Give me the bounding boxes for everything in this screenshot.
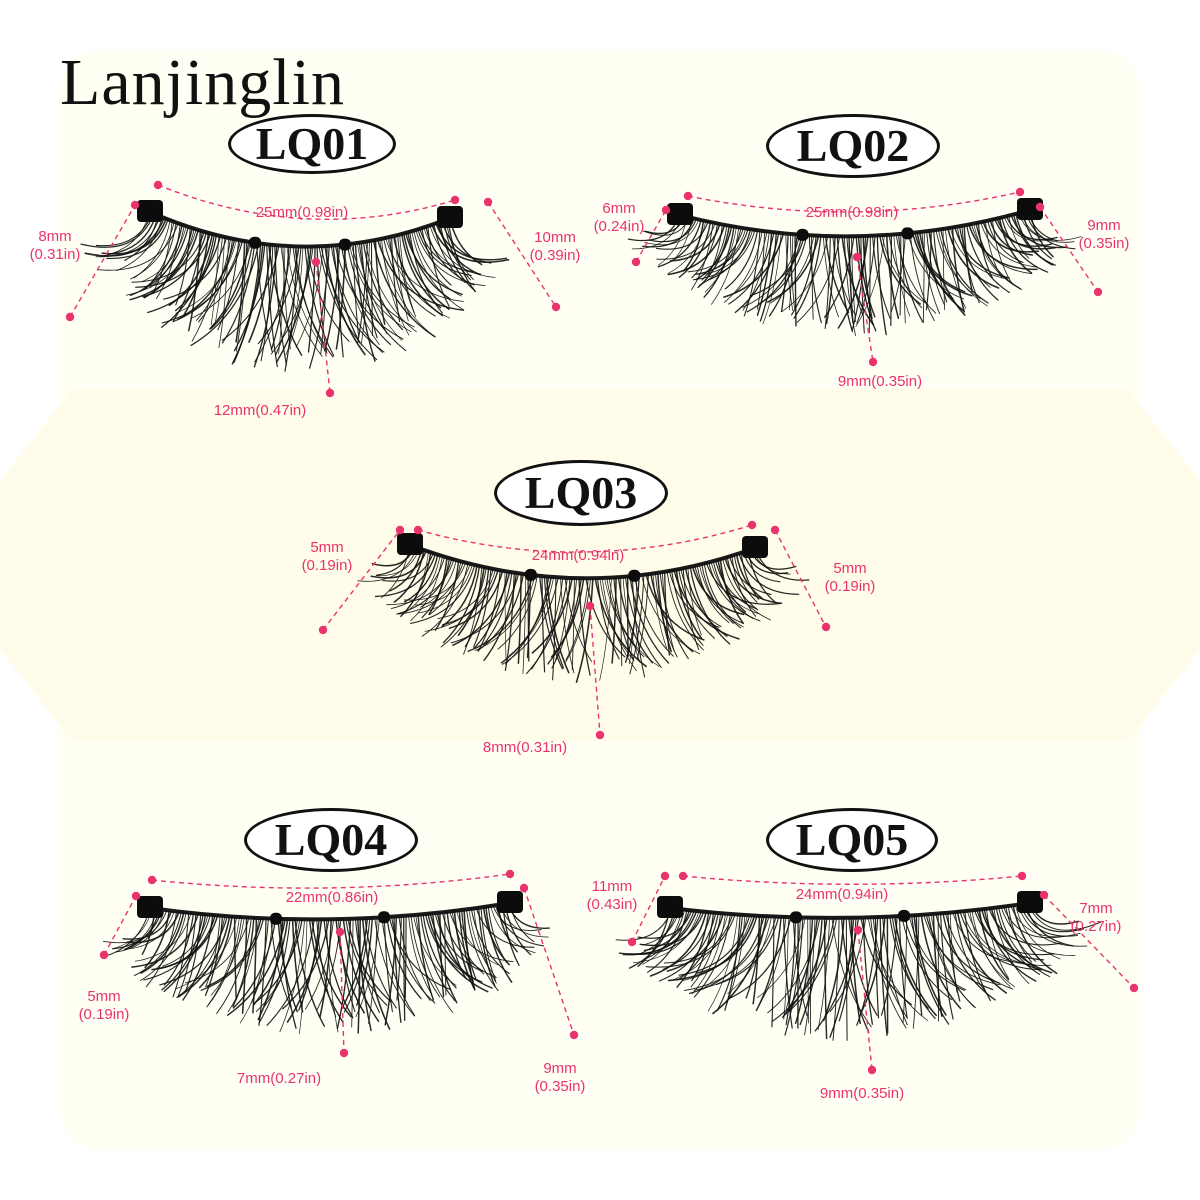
measure-dot [867,1065,877,1075]
lash-strip [357,533,810,683]
magnet [524,568,537,581]
measure-dot [551,302,561,312]
right-length-label-lq04: 9mm(0.35in) [534,1060,586,1095]
magnet [1017,198,1043,220]
lash-strip [102,891,550,1035]
magnet [270,912,282,925]
measure-dot [595,730,605,740]
right-length-label-lq02: 9mm(0.35in) [1078,217,1130,252]
width-label-lq01: 25mm(0.98in) [255,204,349,221]
center-length-label-lq02: 9mm(0.35in) [837,373,923,390]
measure-dot [1039,890,1049,900]
magnet [137,896,163,918]
right-length-label-lq01: 10mm(0.39in) [529,229,581,264]
measure-dot [130,200,140,210]
product-code-lq04: LQ04 [244,808,418,872]
width-label-lq03: 24mm(0.94in) [531,547,625,564]
measure-dot [519,883,529,893]
measure-dot [821,622,831,632]
measure-dot [627,937,637,947]
product-code-lq03: LQ03 [494,460,668,526]
measure-dot [450,195,460,205]
width-label-lq04: 22mm(0.86in) [285,889,379,906]
measure-dot [65,312,75,322]
magnet [339,238,351,251]
measure-guides [65,180,561,398]
left-length-label-lq05: 11mm(0.43in) [586,878,638,913]
magnet [378,911,390,924]
magnet [437,206,463,228]
lash-strip [615,891,1102,1041]
measure-dot [631,257,641,267]
center-length-label-lq01: 12mm(0.47in) [213,402,307,419]
measure-dot [1129,983,1139,993]
magnet [249,236,261,249]
measure-dot [1015,187,1025,197]
center-length-label-lq03: 8mm(0.31in) [482,739,568,756]
width-label-lq02: 25mm(0.98in) [805,204,899,221]
measure-dot [153,180,163,190]
center-length-label-lq04: 7mm(0.27in) [236,1070,322,1087]
measure-dot [852,252,862,262]
magnet [790,911,802,924]
measure-dot [99,950,109,960]
measure-dot [1017,871,1027,881]
left-length-label-lq02: 6mm(0.24in) [593,200,645,235]
left-length-label-lq03: 5mm(0.19in) [301,539,353,574]
measure-dot [1093,287,1103,297]
magnet [898,909,910,922]
measure-guides [318,520,831,740]
right-length-label-lq05: 7mm(0.27in) [1070,900,1122,935]
magnet [137,200,163,222]
product-code-lq05: LQ05 [766,808,938,872]
measure-dot [131,891,141,901]
measure-dot [660,871,670,881]
measure-dot [505,869,515,879]
left-length-label-lq04: 5mm(0.19in) [78,988,130,1023]
magnet [1017,891,1043,913]
measure-guides [627,871,1139,1075]
measure-dot [483,197,493,207]
measure-dot [770,525,780,535]
brand-logo: Lanjinglin [60,46,345,119]
magnet [397,533,423,555]
measure-dot [868,357,878,367]
measure-dot [395,525,405,535]
measure-dot [661,205,671,215]
width-label-lq05: 24mm(0.94in) [795,886,889,903]
product-code-lq01: LQ01 [228,114,396,174]
measure-dot [585,601,595,611]
magnet [497,891,523,913]
center-length-label-lq05: 9mm(0.35in) [819,1085,905,1102]
magnet [796,228,809,241]
magnet [667,203,693,225]
measure-dot [747,520,757,530]
measure-dot [147,875,157,885]
measure-dot [335,927,345,937]
measure-dot [569,1030,579,1040]
measure-guides [99,869,579,1058]
product-code-lq02: LQ02 [766,114,940,178]
magnet [901,227,914,240]
background-band [0,388,1200,742]
magnet [742,536,768,558]
measure-dot [853,925,863,935]
measure-dot [1035,202,1045,212]
measure-dot [413,525,423,535]
measure-guides [631,187,1103,367]
measure-dot [683,191,693,201]
measure-dot [311,257,321,267]
measure-dot [318,625,328,635]
measure-dot [678,871,688,881]
lash-strip [627,198,1082,336]
magnet [657,896,683,918]
left-length-label-lq01: 8mm(0.31in) [29,228,81,263]
measure-dot [339,1048,349,1058]
right-length-label-lq03: 5mm(0.19in) [824,560,876,595]
magnet [628,569,641,582]
lash-strip [80,200,510,372]
measure-dot [325,388,335,398]
